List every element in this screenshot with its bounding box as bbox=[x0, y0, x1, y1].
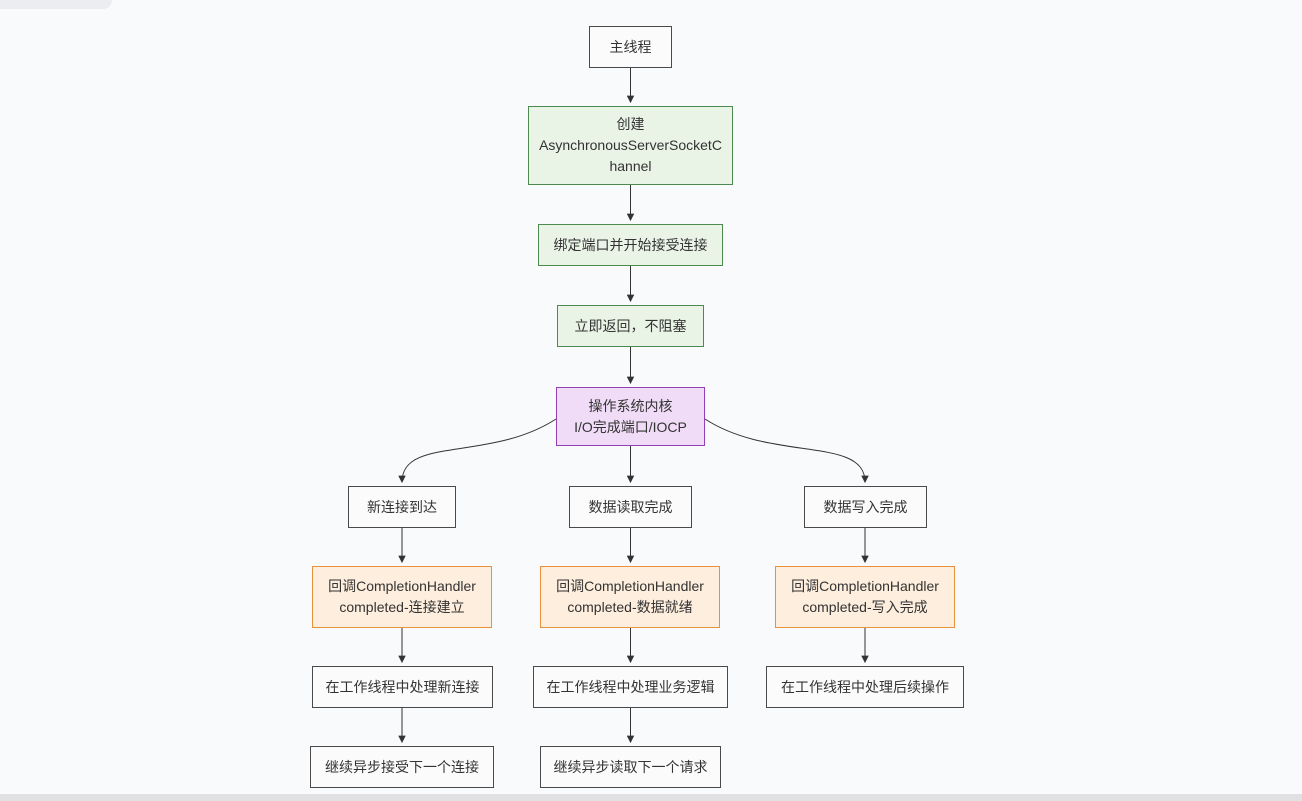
bottom-strip bbox=[0, 794, 1302, 801]
node-main-thread: 主线程 bbox=[589, 26, 672, 68]
node-data-read-complete: 数据读取完成 bbox=[569, 486, 692, 528]
node-os-kernel-iocp: 操作系统内核 I/O完成端口/IOCP bbox=[556, 387, 705, 446]
node-new-connection: 新连接到达 bbox=[348, 486, 456, 528]
node-handle-followup: 在工作线程中处理后续操作 bbox=[766, 666, 964, 708]
page-corner-tab bbox=[0, 0, 112, 9]
node-immediate-return: 立即返回，不阻塞 bbox=[557, 305, 704, 347]
node-create-channel: 创建 AsynchronousServerSocketC hannel bbox=[528, 106, 733, 185]
node-bind-port: 绑定端口并开始接受连接 bbox=[538, 224, 723, 266]
node-handle-business-logic: 在工作线程中处理业务逻辑 bbox=[533, 666, 728, 708]
node-continue-accept: 继续异步接受下一个连接 bbox=[310, 746, 494, 788]
node-handle-new-connection: 在工作线程中处理新连接 bbox=[312, 666, 493, 708]
node-callback-connect: 回调CompletionHandler completed-连接建立 bbox=[312, 566, 492, 628]
node-callback-write: 回调CompletionHandler completed-写入完成 bbox=[775, 566, 955, 628]
node-callback-read: 回调CompletionHandler completed-数据就绪 bbox=[540, 566, 720, 628]
node-data-write-complete: 数据写入完成 bbox=[804, 486, 927, 528]
node-continue-read: 继续异步读取下一个请求 bbox=[540, 746, 721, 788]
edge-os-kernel-to-new-connection bbox=[398, 418, 557, 484]
edge-os-kernel-to-data-write-complete bbox=[704, 418, 869, 484]
